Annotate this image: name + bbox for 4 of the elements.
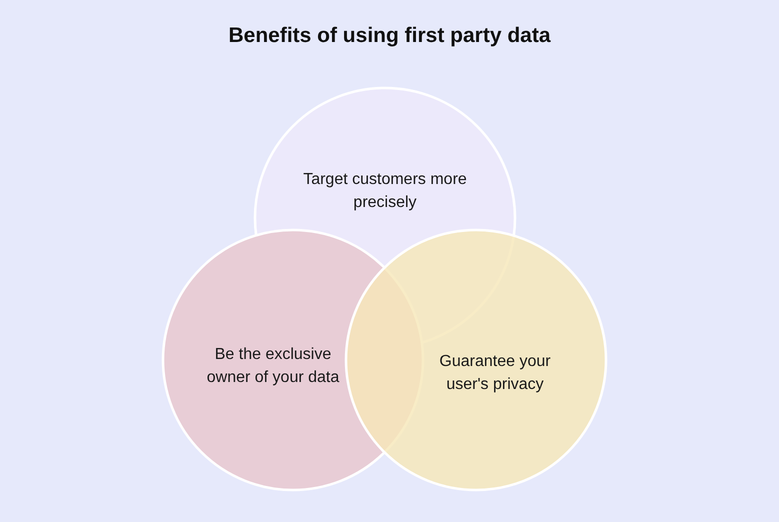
diagram-title: Benefits of using first party data bbox=[227, 24, 552, 48]
circle-label: Target customers more precisely bbox=[302, 170, 468, 213]
circle-label: Be the exclusive owner of your data bbox=[206, 345, 340, 388]
circle-label: Guarantee your user's privacy bbox=[438, 352, 552, 395]
